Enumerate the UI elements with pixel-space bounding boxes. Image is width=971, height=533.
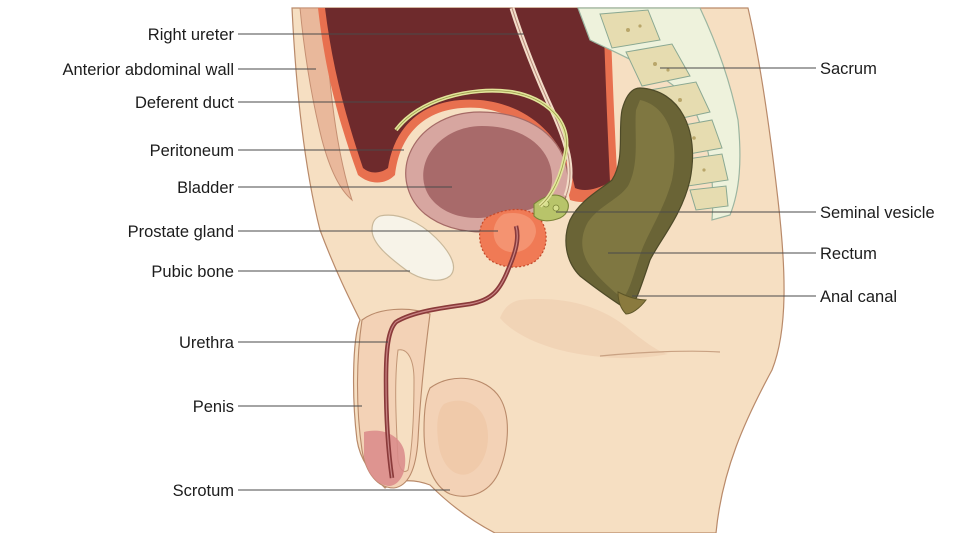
label-deferent-duct: Deferent duct <box>135 94 234 112</box>
label-urethra: Urethra <box>179 334 235 352</box>
label-scrotum: Scrotum <box>173 482 234 500</box>
label-anterior-abdominal-wall: Anterior abdominal wall <box>62 61 234 79</box>
label-right-ureter: Right ureter <box>148 26 235 44</box>
label-rectum: Rectum <box>820 245 877 263</box>
label-anal-canal: Anal canal <box>820 288 897 306</box>
label-bladder: Bladder <box>177 179 234 197</box>
label-peritoneum: Peritoneum <box>150 142 234 160</box>
label-prostate-gland: Prostate gland <box>128 223 234 241</box>
label-sacrum: Sacrum <box>820 60 877 78</box>
label-pubic-bone: Pubic bone <box>151 263 234 281</box>
label-penis: Penis <box>193 398 234 416</box>
label-seminal-vesicle: Seminal vesicle <box>820 204 935 222</box>
